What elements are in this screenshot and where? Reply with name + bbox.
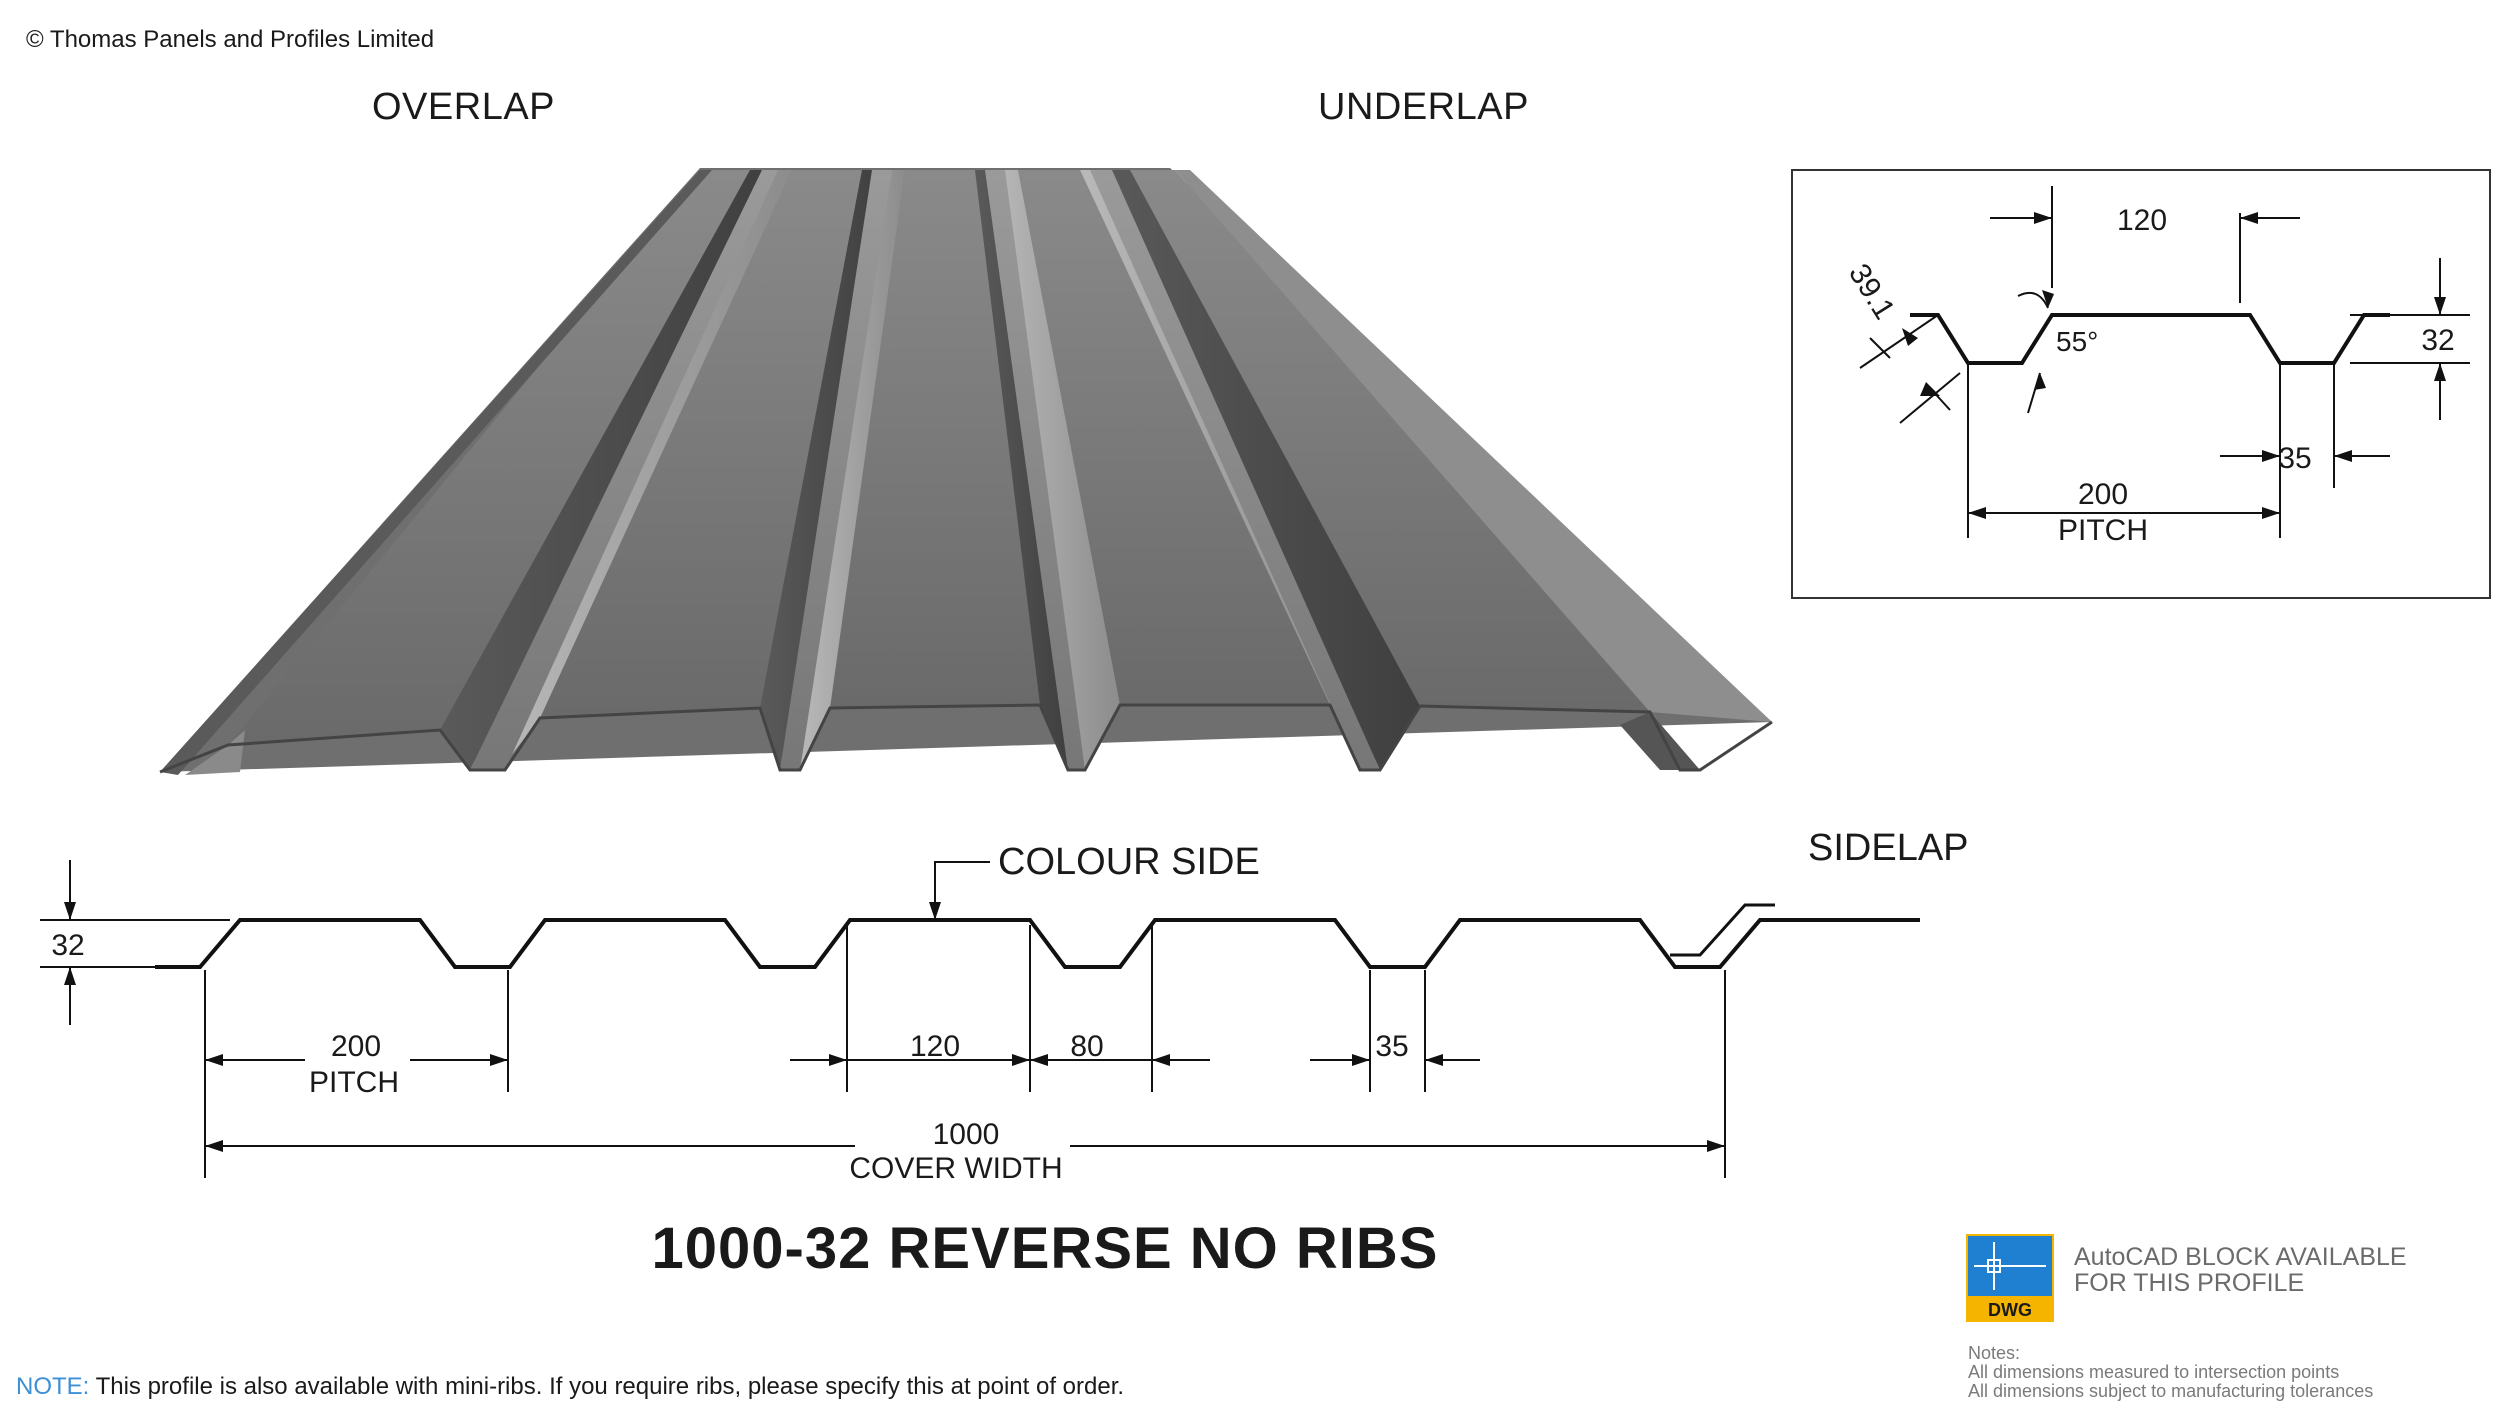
- detail-pitch-label: PITCH: [2058, 514, 2148, 547]
- section-cover-label: COVER WIDTH: [849, 1152, 1062, 1185]
- footer-notes-line-2: All dimensions subject to manufacturing …: [1968, 1381, 2374, 1401]
- section-pitch-label: PITCH: [309, 1066, 399, 1099]
- section-crown-dim: 120: [910, 1030, 960, 1063]
- section-pitch-value: 200: [331, 1030, 381, 1063]
- detail-pitch-value: 200: [2078, 478, 2128, 511]
- detail-height-dim: 32: [2421, 324, 2454, 357]
- sidelap-label: SIDELAP: [1808, 827, 1969, 869]
- footer-notes: Notes: All dimensions measured to inters…: [1968, 1344, 2373, 1401]
- footer-notes-title: Notes:: [1968, 1343, 2021, 1363]
- cross-section-drawing: 32 200 PITCH 120 80 35 1000 COVER WIDTH …: [40, 827, 1969, 1185]
- footer-notes-line-1: All dimensions measured to intersection …: [1968, 1362, 2340, 1382]
- colour-side-label: COLOUR SIDE: [998, 841, 1260, 883]
- section-height-dim: 32: [51, 929, 84, 962]
- autocad-dwg-icon: DWG: [1966, 1234, 2054, 1322]
- overlap-label: OVERLAP: [372, 86, 556, 128]
- product-title: 1000-32 REVERSE NO RIBS: [651, 1216, 1439, 1281]
- panel-3d-render: [159, 168, 1773, 775]
- note-text: This profile is also available with mini…: [89, 1373, 1125, 1400]
- dwg-line-1: AutoCAD BLOCK AVAILABLE: [2074, 1243, 2407, 1271]
- note-label: NOTE:: [16, 1373, 90, 1400]
- detail-angle-dim: 55°: [2056, 326, 2098, 357]
- copyright-text: © Thomas Panels and Profiles Limited: [26, 26, 435, 53]
- dwg-badge[interactable]: DWG: [1966, 1234, 2054, 1322]
- detail-trough-dim: 35: [2278, 442, 2311, 475]
- profile-detail-box: 120 39.1 55° 32 35 200 PITCH: [1791, 169, 2491, 599]
- detail-crown-dim: 120: [2117, 204, 2167, 237]
- dwg-line-2: FOR THIS PROFILE: [2074, 1269, 2305, 1297]
- order-note: NOTE: This profile is also available wit…: [16, 1373, 1124, 1401]
- dwg-availability-text: AutoCAD BLOCK AVAILABLE FOR THIS PROFILE: [2074, 1244, 2407, 1296]
- section-cover-value: 1000: [933, 1118, 1000, 1151]
- dwg-badge-text: DWG: [1988, 1300, 2032, 1320]
- underlap-label: UNDERLAP: [1318, 86, 1529, 128]
- section-trough-dim: 35: [1375, 1030, 1408, 1063]
- section-rib-dim: 80: [1070, 1030, 1103, 1063]
